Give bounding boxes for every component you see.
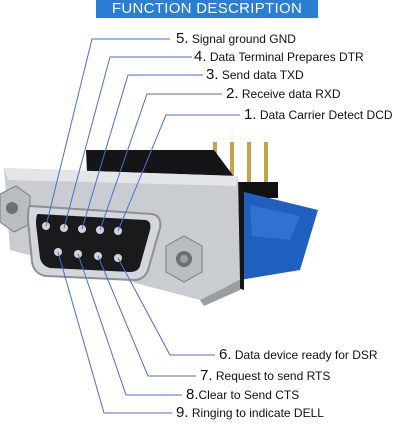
pin-label-4: 4. Data Terminal Prepares DTR [194, 49, 364, 65]
pin-label-1: 1. Data Carrier Detect DCD [244, 107, 393, 123]
pin-label-9: 9. Ringing to indicate DELL [176, 405, 324, 421]
standoff-right [166, 236, 202, 282]
pin-label-8: 8.Clear to Send CTS [186, 387, 299, 403]
pin-label-3: 3. Send data TXD [206, 67, 304, 83]
pin-label-5: 5. Signal ground GND [176, 31, 296, 47]
pin-label-7: 7. Request to send RTS [200, 368, 330, 384]
pin-label-6: 6. Data device ready for DSR [219, 347, 378, 363]
pin-label-2: 2. Receive data RXD [226, 86, 341, 102]
standoff-left [0, 186, 30, 232]
